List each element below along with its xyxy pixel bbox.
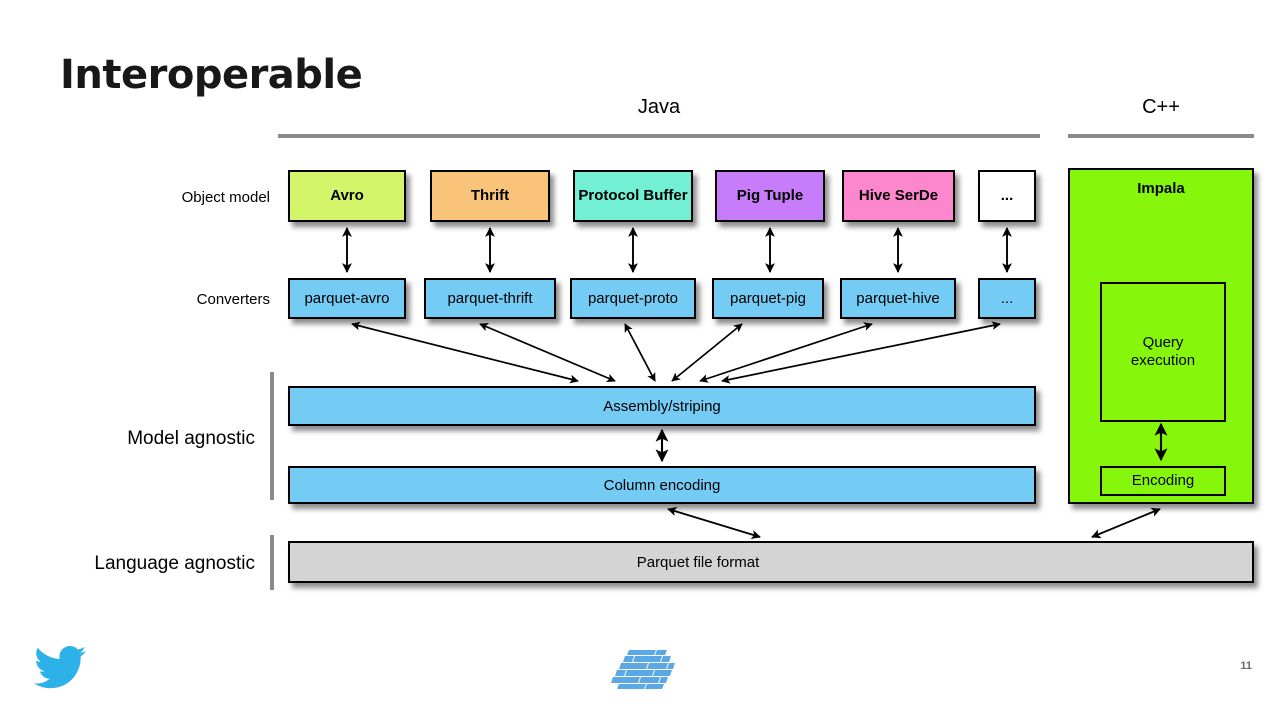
converter-label: parquet-thrift: [447, 289, 533, 307]
layer-label: Column encoding: [603, 476, 721, 494]
object-model-box-more[interactable]: ...: [978, 170, 1036, 222]
page-number: 11: [1240, 660, 1252, 672]
object-model-box-hive-serde[interactable]: Hive SerDe: [842, 170, 955, 222]
language-agnostic-divider: [270, 535, 274, 590]
converter-box-parquet-thrift[interactable]: parquet-thrift: [424, 278, 556, 319]
converter-box-parquet-hive[interactable]: parquet-hive: [840, 278, 956, 319]
object-model-box-protocol-buffer[interactable]: Protocol Buffer: [573, 170, 693, 222]
object-model-label: Thrift: [470, 187, 510, 205]
converter-label: parquet-pig: [730, 289, 806, 307]
converter-label: ...: [1000, 289, 1014, 307]
object-model-label: Protocol Buffer: [578, 187, 688, 205]
parquet-logo: [611, 650, 675, 689]
object-model-label: Hive SerDe: [858, 187, 939, 205]
encoding-label: Encoding: [1131, 472, 1195, 489]
object-model-box-avro[interactable]: Avro: [288, 170, 406, 222]
object-model-label: Pig Tuple: [736, 187, 804, 205]
converter-box-parquet-pig[interactable]: parquet-pig: [712, 278, 824, 319]
row-label-model-agnostic: Model agnostic: [127, 428, 255, 449]
row-label-object-model: Object model: [181, 189, 270, 206]
query-execution-label-line1: Query: [1142, 334, 1184, 351]
column-header-java: Java: [637, 96, 681, 118]
object-model-box-pig-tuple[interactable]: Pig Tuple: [715, 170, 825, 222]
object-model-box-thrift[interactable]: Thrift: [430, 170, 550, 222]
query-execution-label-line2: execution: [1130, 352, 1196, 369]
layer-label: Parquet file format: [636, 553, 760, 571]
converter-box-more[interactable]: ...: [978, 278, 1036, 319]
converter-label: parquet-avro: [304, 289, 390, 307]
converter-box-parquet-proto[interactable]: parquet-proto: [570, 278, 696, 319]
layer-label: Assembly/striping: [603, 397, 721, 415]
impala-panel[interactable]: Impala Query execution Encoding: [1068, 168, 1254, 504]
row-label-converters: Converters: [196, 291, 270, 308]
row-label-language-agnostic: Language agnostic: [94, 553, 255, 574]
converter-label: parquet-proto: [587, 289, 679, 307]
column-rule-java: [278, 134, 1040, 138]
impala-encoding-box[interactable]: Encoding: [1100, 466, 1226, 496]
model-agnostic-divider: [270, 372, 274, 500]
object-model-label: Avro: [330, 187, 364, 205]
twitter-bird-logo: [34, 646, 86, 689]
page-title: Interoperable: [60, 52, 363, 98]
impala-query-execution-box[interactable]: Query execution: [1100, 282, 1226, 422]
converter-box-parquet-avro[interactable]: parquet-avro: [288, 278, 406, 319]
object-model-label: ...: [1000, 187, 1014, 205]
converter-label: parquet-hive: [856, 289, 940, 307]
impala-title: Impala: [1137, 180, 1185, 197]
layer-parquet-file-format[interactable]: Parquet file format: [288, 541, 1254, 583]
column-rule-cpp: [1068, 134, 1254, 138]
column-header-cpp: C++: [1142, 96, 1180, 118]
layer-column-encoding[interactable]: Column encoding: [288, 466, 1036, 504]
layer-assembly-striping[interactable]: Assembly/striping: [288, 386, 1036, 426]
